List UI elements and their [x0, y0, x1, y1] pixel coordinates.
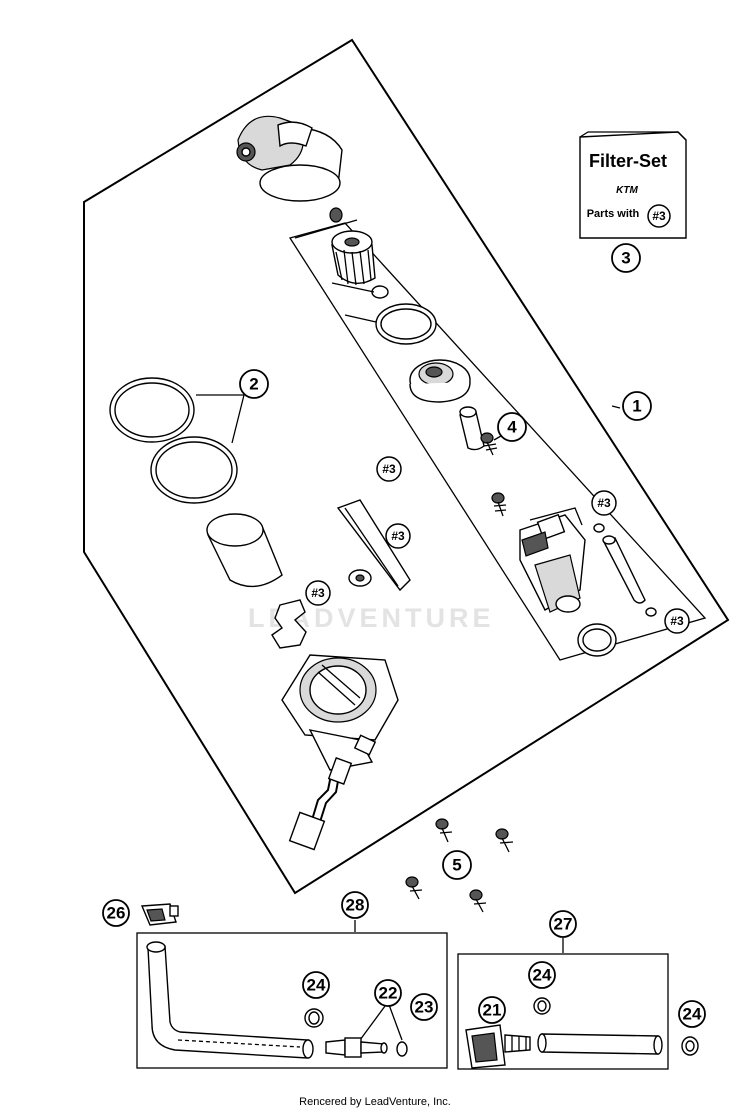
- filter-subassembly-outline: [288, 222, 707, 661]
- callout-23: 23: [410, 993, 438, 1021]
- callout-24-right: 24: [678, 1000, 706, 1028]
- hose-clamp-right-part: [681, 1036, 699, 1056]
- filter-set-box: Filter-Set KTM Parts with #3: [579, 131, 687, 239]
- fuel-pump-motor-part: [519, 507, 586, 613]
- parts-with-ref-marker: #3: [647, 204, 671, 228]
- svg-text:22: 22: [379, 984, 398, 1003]
- short-fuel-hose-part: [537, 1033, 663, 1055]
- brand-logo: KTM: [616, 185, 638, 196]
- svg-text:4: 4: [507, 418, 517, 437]
- svg-text:26: 26: [107, 904, 126, 923]
- ref-marker-3-e: #3: [664, 608, 690, 634]
- svg-text:24: 24: [533, 966, 552, 985]
- sieve-cylinder-part: [206, 513, 283, 588]
- fuel-filter-part: [331, 230, 376, 286]
- tiny-o-ring-lower-part: [645, 607, 657, 617]
- callout-27: 27: [549, 910, 577, 938]
- svg-text:1: 1: [632, 397, 641, 416]
- connector-rod-part: [602, 535, 646, 604]
- flange-screws-part-5: [405, 818, 514, 913]
- assembly-outline: [83, 38, 730, 895]
- callout-21: 21: [478, 996, 506, 1024]
- callout-4: 4: [497, 412, 527, 442]
- callout-1: 1: [622, 391, 652, 421]
- tiny-o-ring-upper-part: [593, 523, 605, 533]
- connector-kit-box-27: [457, 953, 669, 1070]
- check-valve-part: [329, 207, 343, 223]
- filter-cap-part: [409, 359, 471, 403]
- hose-clip-part: [348, 569, 372, 587]
- svg-text:#3: #3: [670, 614, 684, 628]
- ref-marker-3-d: #3: [305, 580, 331, 606]
- seal-ring-lower-part: [150, 436, 238, 504]
- fuel-hose-part: [146, 941, 314, 1059]
- svg-text:24: 24: [683, 1005, 702, 1024]
- ref-marker-3-c: #3: [591, 490, 617, 516]
- hose-kit-box-28: [136, 932, 448, 1069]
- footer-credit: Rencered by LeadVenture, Inc.: [299, 1096, 451, 1108]
- svg-text:#3: #3: [311, 586, 325, 600]
- callout-28: 28: [341, 891, 369, 919]
- callout-2: 2: [239, 369, 269, 399]
- pump-screw-part: [491, 492, 507, 517]
- screw-part-4: [480, 432, 498, 456]
- svg-text:23: 23: [415, 998, 434, 1017]
- callout-24-mid: 24: [528, 961, 556, 989]
- svg-text:#3: #3: [391, 529, 405, 543]
- callout-24-left: 24: [302, 971, 330, 999]
- hose-clamp-mid-part: [533, 997, 551, 1015]
- retainer-clip-part: [271, 599, 307, 649]
- svg-text:#3: #3: [382, 462, 396, 476]
- svg-text:3: 3: [621, 249, 630, 268]
- svg-text:24: 24: [307, 976, 326, 995]
- ref-marker-3-b: #3: [385, 523, 411, 549]
- callout-3: 3: [611, 243, 641, 273]
- svg-text:#3: #3: [597, 496, 611, 510]
- hose-clamp-left-part: [304, 1008, 324, 1028]
- svg-text:28: 28: [346, 896, 365, 915]
- svg-text:5: 5: [452, 856, 461, 875]
- ref-marker-3-a: #3: [376, 456, 402, 482]
- callout-26: 26: [102, 899, 130, 927]
- callout-22: 22: [374, 979, 402, 1007]
- filter-set-title: Filter-Set: [589, 151, 667, 171]
- svg-text:21: 21: [483, 1001, 502, 1020]
- pump-head-part: [236, 115, 343, 202]
- filter-o-ring-part: [375, 303, 437, 345]
- svg-text:2: 2: [249, 375, 258, 394]
- callout-5: 5: [442, 850, 472, 880]
- svg-text:#3: #3: [652, 209, 666, 223]
- filter-plate-part: [336, 499, 411, 592]
- sleeve-part: [459, 406, 485, 451]
- quick-connector-part: [465, 1024, 531, 1069]
- seal-ring-upper-part: [109, 377, 195, 443]
- parts-with-label: Parts with: [587, 208, 640, 220]
- hose-nipple-part: [325, 1037, 388, 1058]
- wiring-plug-part: [288, 757, 353, 851]
- small-o-ring-part: [371, 285, 389, 299]
- o-ring-part-23: [396, 1041, 408, 1057]
- pump-o-ring-part: [577, 623, 617, 657]
- svg-text:27: 27: [554, 915, 573, 934]
- connector-clip-part-26: [140, 903, 179, 926]
- pump-flange-housing-part: [281, 654, 399, 771]
